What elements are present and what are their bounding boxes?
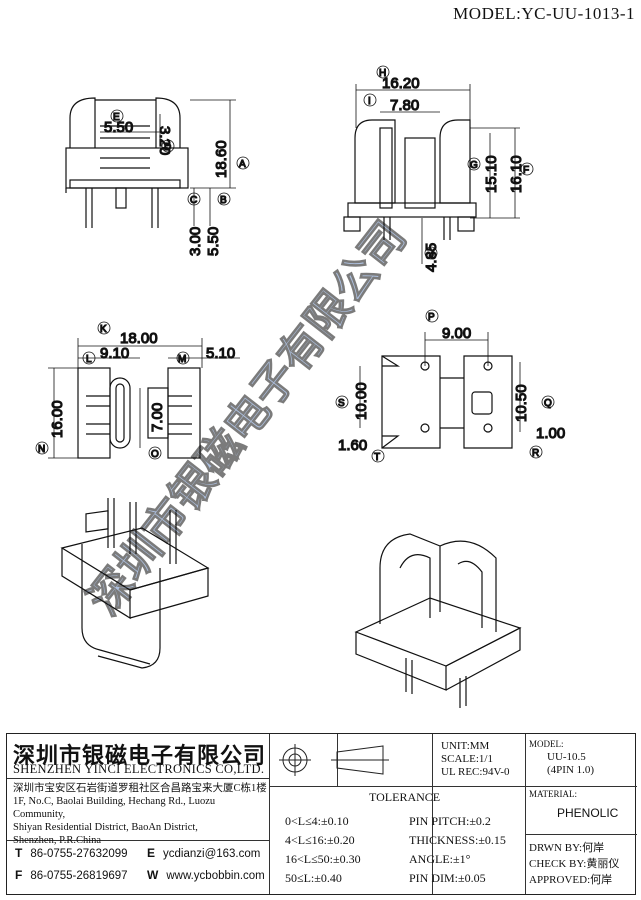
check-by: CHECK BY:黄丽仪 [529,858,620,870]
title-block: 深圳市银磁电子有限公司 SHENZHEN YINCI ELECTRONICS C… [6,733,637,895]
tag-j: J [429,249,434,260]
tolerance-row-3: 16<L≤50:±0.30 [285,852,361,866]
address-en-line2: Shiyan Residential District, BaoAn Distr… [13,822,198,833]
tag-a: A [239,159,246,170]
dim-s: 10.00 [353,382,370,420]
company-name-en: SHENZHEN YINCI ELECTRONICS CO,LTD. [13,762,265,776]
approval-block: DRWN BY:何岸 CHECK BY:黄丽仪 APPROVED:何岸 [529,840,619,888]
tolerance-row-4: 50≤L:±0.40 [285,871,342,885]
material-caption: MATERIAL: [529,789,577,799]
isometric-view-left [60,498,210,669]
dim-b: 5.50 [205,227,222,256]
dim-c: 3.00 [187,227,204,256]
dim-d: 3.20 [156,126,173,155]
address-en-line3: Shenzhen, P.R.China [13,835,102,846]
contact-fax: F 86-0755-26819697 [15,868,128,882]
dim-j: 4.85 [423,243,440,272]
approved-by: APPROVED:何岸 [529,874,613,886]
tag-d: D [164,142,171,153]
tag-h: H [379,68,386,79]
tag-k: K [100,324,107,335]
top-view [35,321,240,460]
dim-q: 10.50 [513,384,530,422]
drawn-by: DRWN BY:何岸 [529,842,605,854]
tag-f: F [523,165,529,176]
projection-symbol-icon [279,744,389,776]
unit: UNIT:MM [441,740,490,752]
tag-i: I [368,96,371,107]
dim-i: 7.80 [390,97,419,114]
address-en-line1: 1F, No.C, Baolai Building, Hechang Rd., … [13,796,216,820]
dim-k: 18.00 [120,330,158,347]
fax-number: 86-0755-26819697 [30,870,128,882]
tag-g: G [470,160,478,171]
dim-r: 1.00 [536,425,565,442]
tag-e: E [113,112,120,123]
tag-m: M [178,354,186,365]
address-cn: 深圳市宝安区石岩街道罗租社区合昌路宝来大厦C栋1楼 [13,783,267,794]
model-label: MODEL:YC-UU-1013-1 [453,4,635,23]
company-name-cn: 深圳市银磁电子有限公司 [13,744,267,769]
tel-number: 86-0755-27632099 [30,848,128,860]
model-value: UU-10.5 [547,751,586,763]
address-block: 深圳市宝安区石岩街道罗租社区合昌路宝来大厦C栋1楼 1F, No.C, Baol… [13,782,267,847]
thickness: THICKNESS:±0.15 [409,833,506,847]
tag-o: O [151,449,159,460]
tag-t: T [374,452,380,463]
dim-a: 18.60 [213,140,230,178]
dim-f: 16.10 [508,155,525,193]
dim-g: 15.10 [483,155,500,193]
contact-tel: T 86-0755-27632099 [15,846,128,860]
dim-p: 9.00 [442,325,471,342]
web-address: www.ycbobbin.com [166,870,265,882]
tag-c: C [190,195,197,206]
tolerance-row-2: 4<L≤16:±0.20 [285,833,355,847]
dim-e: 5.50 [104,119,133,136]
model-block: MODEL: UU-10.5 (4PIN 1.0) [529,738,633,777]
dim-n: 16.00 [49,400,66,438]
fax-label: F [15,868,23,882]
dim-l: 9.10 [100,345,129,362]
pin-dim: PIN DIM:±0.05 [409,871,486,885]
pin-tolerance-list: PIN PITCH:±0.2 THICKNESS:±0.15 ANGLE:±1°… [409,812,506,888]
ul-rec: UL REC:94V-0 [441,766,510,778]
email-address: ycdianzi@163.com [163,848,261,860]
spec-block: UNIT:MM SCALE:1/1 UL REC:94V-0 [441,740,510,779]
email-label: E [147,846,156,860]
side-view [343,65,534,264]
tag-q: Q [544,398,552,409]
isometric-view-right [354,533,522,708]
dim-h: 16.20 [382,75,420,92]
front-view [65,97,250,228]
tag-p: P [428,312,435,323]
angle: ANGLE:±1° [409,852,471,866]
dim-m: 5.10 [206,345,235,362]
dim-o: 7.00 [149,403,166,432]
web-label: W [147,868,159,882]
tag-s: S [338,398,345,409]
technical-drawing: E D A C B 5.50 3.20 18.60 3.00 5.50 [35,65,566,708]
pin-pitch: PIN PITCH:±0.2 [409,814,491,828]
tolerance-list: 0<L≤4:±0.10 4<L≤16:±0.20 16<L≤50:±0.30 5… [285,812,361,888]
tag-r: R [532,448,539,459]
tag-l: L [86,354,92,365]
scale: SCALE:1/1 [441,753,493,765]
model-caption: MODEL: [529,739,564,749]
bottom-view [335,309,555,463]
tag-n: N [38,444,45,455]
tolerance-title: TOLERANCE [369,790,441,804]
tel-label: T [15,846,23,860]
material-value: PHENOLIC [557,806,619,820]
model-sub: (4PIN 1.0) [547,764,595,776]
dim-t: 1.60 [338,437,367,454]
tag-b: B [220,195,227,206]
tolerance-row-1: 0<L≤4:±0.10 [285,814,349,828]
